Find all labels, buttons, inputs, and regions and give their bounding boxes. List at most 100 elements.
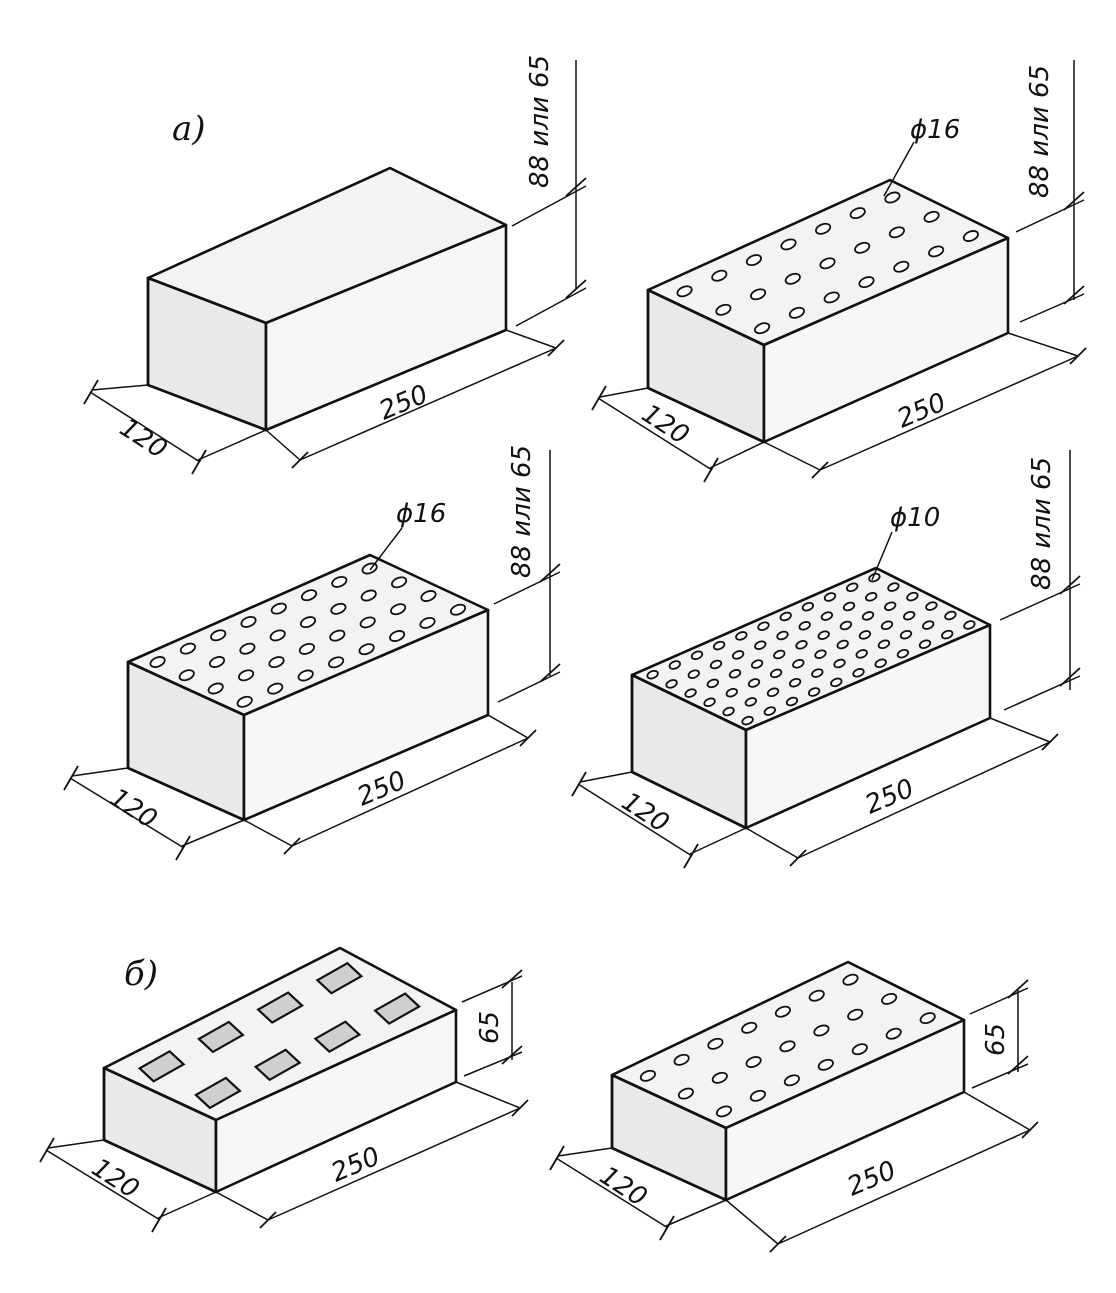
width-label: 120 (114, 413, 172, 465)
perforation-hole (687, 669, 700, 679)
perforation-hole (267, 682, 284, 695)
perforation-hole (928, 245, 945, 258)
slot-cavity (137, 1049, 186, 1083)
perforation-hole (665, 679, 678, 689)
perforation-hole (744, 697, 757, 707)
perforation-hole (941, 629, 954, 640)
perforation-hole (299, 616, 317, 629)
slot-cavity (197, 1020, 245, 1054)
brick-perforated-18: 120 250 88 или 65 ϕ16 (591, 60, 1087, 483)
slot-cavity (315, 961, 364, 995)
perforation-hole (389, 630, 406, 642)
perforation-hole (779, 611, 792, 622)
length-label: 250 (893, 387, 950, 434)
perforation-hole (329, 629, 346, 642)
perforation-hole (833, 658, 846, 669)
perforation-hole (808, 989, 825, 1002)
perforation-hole (962, 230, 979, 242)
slot-cavity (194, 1076, 242, 1110)
perforation-hole (773, 649, 786, 660)
perforation-hole (690, 650, 704, 661)
brick-slotted-8: 120 250 65 (39, 946, 529, 1233)
perforation-hole (208, 656, 226, 668)
perforation-hole (706, 678, 719, 689)
perforation-hole (673, 1053, 690, 1066)
width-label: 120 (86, 1153, 144, 1205)
perforation-hole (919, 1012, 936, 1025)
perforation-hole (449, 603, 467, 616)
perforation-hole (239, 642, 256, 655)
perforation-hole (858, 276, 875, 289)
height-label: 88 или 65 (525, 55, 555, 188)
perforation-hole (298, 642, 315, 655)
perforation-hole (774, 1005, 791, 1018)
perforation-hole (707, 1037, 724, 1050)
perforation-hole (865, 592, 878, 602)
perforation-hole (711, 1071, 728, 1084)
perforation-hole (855, 649, 868, 659)
perforation-hole (210, 629, 227, 642)
perforation-hole (709, 659, 723, 670)
perforation-hole (893, 260, 910, 273)
perforation-hole (684, 688, 697, 698)
perforation-hole (813, 1024, 830, 1037)
perforation-hole (906, 591, 919, 602)
perforation-hole (419, 616, 436, 629)
slot-cavity (256, 991, 304, 1024)
perforation-hole (391, 576, 408, 589)
perforation-hole (815, 222, 832, 235)
perforation-hole (270, 602, 287, 615)
perforation-hole (852, 668, 865, 678)
perforation-hole (766, 687, 780, 698)
perforation-hole (715, 1105, 733, 1118)
perforation-hole (207, 682, 224, 695)
length-label: 250 (843, 1155, 900, 1202)
perforation-hole (747, 678, 761, 688)
perforation-hole (922, 620, 935, 630)
hole-grid (646, 572, 976, 726)
perforation-hole (754, 640, 767, 650)
perforation-hole (677, 1087, 694, 1100)
brick-perforated-32: 120 250 88 или 65 ϕ16 (63, 445, 561, 861)
perforation-hole (731, 650, 745, 660)
perforation-hole (884, 191, 901, 204)
width-label: 120 (616, 787, 674, 839)
perforation-hole (830, 677, 843, 688)
perforation-hole (668, 660, 681, 670)
perforation-hole (963, 620, 976, 630)
group-label-b: б) (124, 954, 158, 994)
perforation-hole (639, 1069, 656, 1082)
height-label: 88 или 65 (1025, 65, 1055, 198)
brick-solid: 120 250 88 или 65 (83, 55, 587, 475)
perforation-hole (360, 589, 377, 602)
perforation-hole (842, 973, 859, 986)
perforation-hole (741, 1021, 758, 1034)
perforation-hole (763, 706, 776, 716)
perforation-hole (715, 303, 732, 316)
perforation-hole (776, 630, 789, 641)
perforation-hole (236, 695, 253, 708)
group-label-a: а) (172, 109, 206, 149)
perforation-hole (757, 621, 770, 631)
perforation-hole (899, 629, 913, 640)
perforation-hole (784, 272, 801, 285)
perforation-hole (779, 1040, 796, 1053)
perforation-hole (801, 601, 815, 612)
perforation-hole (823, 592, 837, 602)
perforation-hole (149, 656, 166, 668)
perforation-hole (783, 1074, 800, 1087)
perforation-hole (725, 687, 738, 698)
hole-diameter-label: ϕ16 (910, 115, 960, 145)
perforation-hole (420, 590, 437, 602)
perforation-hole (785, 696, 799, 707)
perforation-hole (711, 269, 728, 282)
perforation-hole (269, 629, 286, 642)
perforation-hole (238, 669, 255, 682)
perforation-hole (817, 630, 830, 640)
height-label: 88 или 65 (507, 445, 537, 578)
slot-grid (137, 961, 421, 1110)
perforation-hole (359, 616, 376, 629)
perforation-hole (331, 575, 348, 588)
perforation-hole (780, 238, 797, 251)
perforation-hole (884, 601, 897, 611)
